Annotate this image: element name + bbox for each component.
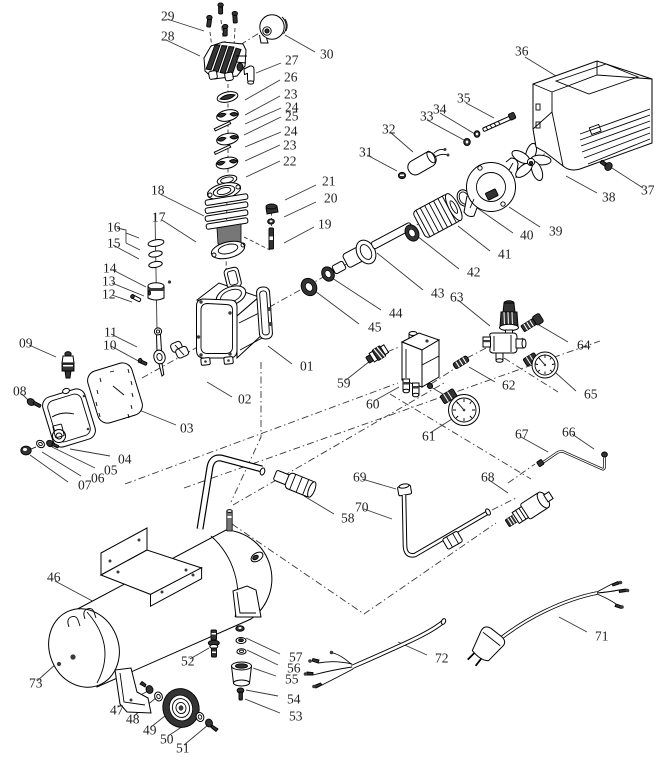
svg-text:47: 47 bbox=[110, 703, 124, 718]
svg-text:46: 46 bbox=[47, 570, 61, 585]
svg-text:55: 55 bbox=[285, 672, 299, 687]
svg-text:60: 60 bbox=[366, 397, 380, 412]
svg-text:12: 12 bbox=[102, 287, 116, 302]
svg-text:13: 13 bbox=[102, 274, 116, 289]
svg-text:07: 07 bbox=[78, 478, 92, 493]
svg-text:72: 72 bbox=[435, 651, 449, 666]
svg-text:10: 10 bbox=[103, 338, 117, 353]
svg-text:45: 45 bbox=[368, 320, 382, 335]
svg-text:39: 39 bbox=[549, 224, 563, 239]
svg-text:34: 34 bbox=[433, 102, 447, 117]
svg-text:51: 51 bbox=[176, 741, 190, 756]
svg-text:70: 70 bbox=[355, 500, 369, 515]
svg-text:37: 37 bbox=[641, 183, 655, 198]
svg-text:57: 57 bbox=[289, 650, 303, 665]
svg-text:56: 56 bbox=[287, 661, 301, 676]
svg-text:15: 15 bbox=[107, 236, 121, 251]
svg-text:32: 32 bbox=[382, 122, 396, 137]
svg-text:36: 36 bbox=[515, 44, 529, 59]
svg-text:67: 67 bbox=[515, 427, 529, 442]
svg-text:24: 24 bbox=[284, 124, 298, 139]
svg-text:61: 61 bbox=[422, 429, 436, 444]
svg-text:53: 53 bbox=[289, 709, 303, 724]
svg-text:59: 59 bbox=[337, 376, 351, 391]
svg-text:52: 52 bbox=[181, 654, 195, 669]
svg-text:04: 04 bbox=[118, 452, 132, 467]
svg-text:64: 64 bbox=[577, 338, 591, 353]
svg-text:17: 17 bbox=[152, 210, 166, 225]
svg-text:27: 27 bbox=[285, 53, 299, 68]
svg-text:41: 41 bbox=[498, 247, 512, 262]
svg-text:21: 21 bbox=[322, 174, 336, 189]
svg-text:28: 28 bbox=[161, 29, 175, 44]
svg-text:11: 11 bbox=[104, 325, 117, 340]
svg-text:03: 03 bbox=[180, 421, 194, 436]
svg-text:08: 08 bbox=[13, 384, 27, 399]
svg-text:66: 66 bbox=[562, 425, 576, 440]
svg-text:22: 22 bbox=[283, 154, 297, 169]
svg-text:68: 68 bbox=[481, 470, 495, 485]
svg-text:23: 23 bbox=[283, 138, 297, 153]
svg-text:23: 23 bbox=[284, 87, 298, 102]
svg-text:30: 30 bbox=[320, 47, 334, 62]
svg-text:73: 73 bbox=[29, 676, 43, 691]
svg-text:54: 54 bbox=[287, 692, 301, 707]
svg-text:19: 19 bbox=[318, 217, 332, 232]
svg-text:63: 63 bbox=[450, 290, 464, 305]
svg-text:16: 16 bbox=[107, 220, 121, 235]
svg-text:35: 35 bbox=[457, 91, 471, 106]
svg-text:26: 26 bbox=[284, 70, 298, 85]
svg-text:50: 50 bbox=[160, 732, 174, 747]
svg-text:06: 06 bbox=[91, 471, 105, 486]
svg-text:62: 62 bbox=[502, 378, 516, 393]
svg-text:38: 38 bbox=[602, 190, 616, 205]
svg-text:49: 49 bbox=[143, 723, 157, 738]
svg-text:42: 42 bbox=[467, 265, 481, 280]
svg-text:25: 25 bbox=[285, 109, 299, 124]
svg-text:71: 71 bbox=[595, 629, 609, 644]
svg-text:44: 44 bbox=[389, 306, 403, 321]
svg-text:69: 69 bbox=[353, 470, 367, 485]
svg-text:24: 24 bbox=[285, 100, 299, 115]
svg-text:02: 02 bbox=[238, 392, 252, 407]
svg-text:14: 14 bbox=[103, 261, 117, 276]
svg-text:20: 20 bbox=[324, 191, 338, 206]
svg-text:29: 29 bbox=[161, 9, 175, 24]
svg-text:65: 65 bbox=[584, 387, 598, 402]
svg-text:31: 31 bbox=[359, 145, 373, 160]
svg-text:18: 18 bbox=[151, 183, 165, 198]
svg-text:48: 48 bbox=[126, 712, 140, 727]
svg-text:33: 33 bbox=[420, 109, 434, 124]
svg-text:09: 09 bbox=[19, 336, 33, 351]
svg-text:58: 58 bbox=[341, 511, 355, 526]
svg-text:40: 40 bbox=[520, 228, 534, 243]
svg-text:43: 43 bbox=[431, 286, 445, 301]
svg-text:01: 01 bbox=[300, 359, 314, 374]
svg-text:05: 05 bbox=[104, 463, 118, 478]
